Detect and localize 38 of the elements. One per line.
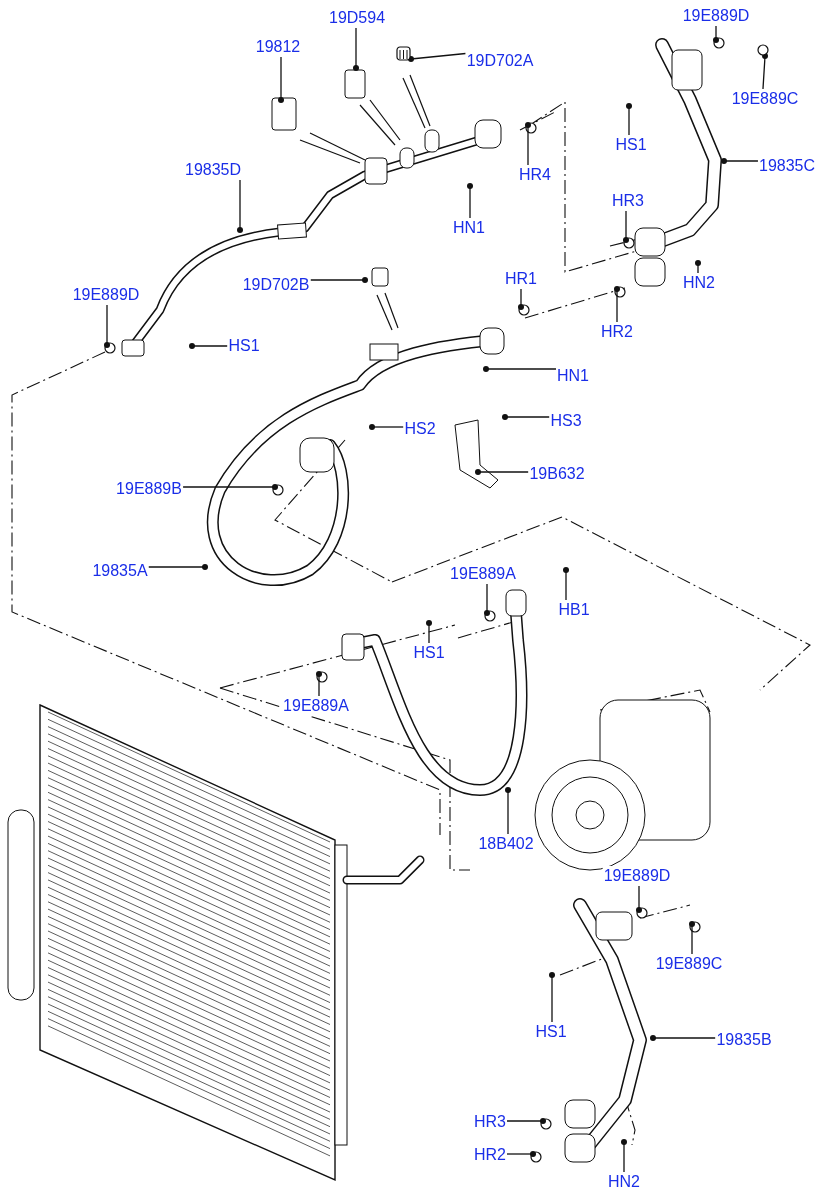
leader-line xyxy=(147,564,208,570)
leader-line xyxy=(721,158,759,164)
leader-line xyxy=(621,1139,627,1173)
o-ring-seal xyxy=(757,44,769,56)
leader-line xyxy=(475,469,530,475)
leader-line xyxy=(484,583,490,616)
leader-line xyxy=(695,260,701,274)
leader-line xyxy=(549,972,555,1023)
leader-line xyxy=(506,1118,546,1124)
leader-line xyxy=(278,56,284,103)
leader-line xyxy=(518,288,524,310)
leader-line xyxy=(189,343,229,349)
valve-cap-drawing xyxy=(396,46,411,61)
leader-line xyxy=(506,1151,536,1157)
leader-line xyxy=(563,567,569,601)
leader-line xyxy=(237,179,243,233)
leader-line xyxy=(762,53,768,90)
leader-line xyxy=(650,1035,717,1041)
leader-line xyxy=(104,304,110,348)
part-number-label: 19E889A xyxy=(282,696,350,716)
leader-line xyxy=(689,921,695,955)
leader-line xyxy=(505,787,511,835)
leader-line xyxy=(713,25,719,43)
leader-line xyxy=(483,366,557,372)
leader-line xyxy=(353,27,359,71)
leader-line xyxy=(636,885,642,913)
leader-line xyxy=(369,424,405,430)
leader-line xyxy=(623,210,629,243)
leader-line xyxy=(408,52,467,62)
leader-line xyxy=(316,671,322,697)
leader-line xyxy=(502,414,551,420)
leader-line xyxy=(182,484,278,490)
leader-line xyxy=(525,122,531,166)
leader-line xyxy=(614,286,620,323)
leader-line xyxy=(309,277,368,283)
leader-line xyxy=(626,103,632,136)
leader-line xyxy=(467,183,473,219)
leader-line xyxy=(426,620,432,644)
